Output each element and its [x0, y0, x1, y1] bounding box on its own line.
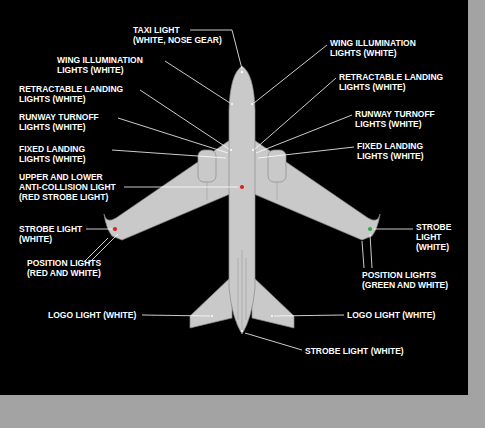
- callout-label: RETRACTABLE LANDING LIGHTS (WHITE): [19, 84, 123, 104]
- aircraft-outline: [104, 66, 380, 334]
- position-light-green: [368, 227, 372, 231]
- anti-collision-light: [240, 185, 244, 189]
- white-lights: [211, 71, 273, 332]
- callout-label: STROBE LIGHT (WHITE): [19, 224, 82, 244]
- callout-label: RUNWAY TURNOFF LIGHTS (WHITE): [355, 109, 435, 129]
- callout-label: RUNWAY TURNOFF LIGHTS (WHITE): [19, 112, 99, 132]
- callout-label: WING ILLUMINATION LIGHTS (WHITE): [57, 55, 143, 75]
- callout-label: STROBE LIGHT (WHITE): [416, 222, 451, 252]
- callout-label: POSITION LIGHTS (RED AND WHITE): [27, 258, 101, 278]
- callout-label: WING ILLUMINATION LIGHTS (WHITE): [330, 38, 416, 58]
- callout-label: RETRACTABLE LANDING LIGHTS (WHITE): [339, 72, 443, 92]
- callout-label: LOGO LIGHT (WHITE): [48, 310, 136, 320]
- callout-label: TAXI LIGHT (WHITE, NOSE GEAR): [133, 25, 222, 45]
- position-light-red: [113, 227, 117, 231]
- background-panel: [0, 0, 468, 395]
- callout-label: FIXED LANDING LIGHTS (WHITE): [357, 141, 424, 161]
- callout-label: LOGO LIGHT (WHITE): [347, 310, 435, 320]
- callout-label: UPPER AND LOWER ANTI-COLLISION LIGHT (RE…: [19, 172, 116, 202]
- callout-label: STROBE LIGHT (WHITE): [305, 346, 404, 356]
- callout-label: POSITION LIGHTS (GREEN AND WHITE): [362, 270, 448, 290]
- callout-label: FIXED LANDING LIGHTS (WHITE): [19, 144, 86, 164]
- aircraft-details: [207, 182, 277, 330]
